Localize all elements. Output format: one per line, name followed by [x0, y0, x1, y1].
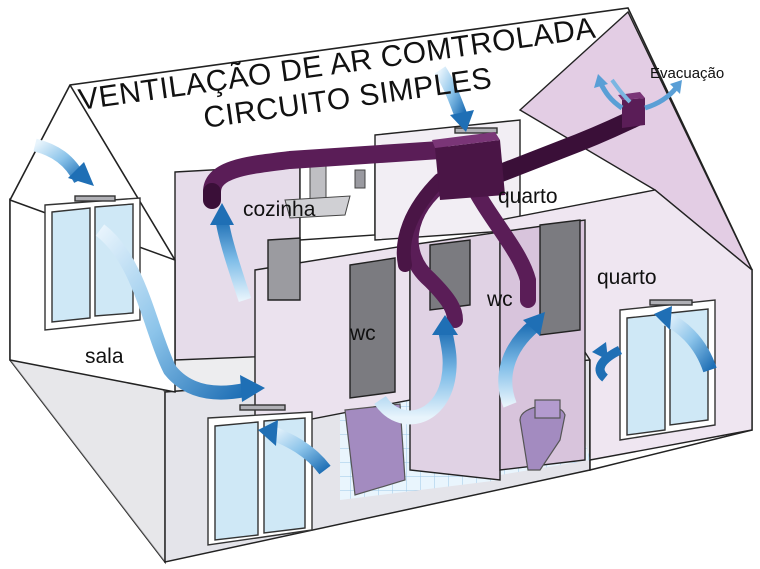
windows — [44, 127, 716, 546]
label-quarto-top: quarto — [498, 185, 558, 208]
arrow-exhaust-right — [644, 86, 678, 111]
arrow-kitchen-up — [215, 218, 252, 303]
label-sala: sala — [85, 345, 124, 368]
window-sala-back — [44, 195, 141, 331]
label-evacuacao: Evacuação — [650, 65, 724, 82]
arrow-sala-window — [95, 224, 247, 400]
label-wc-right: wc — [486, 288, 513, 311]
vent-quarto-top — [454, 127, 498, 134]
window-sala-front — [207, 404, 313, 546]
label-wc-left: wc — [349, 322, 376, 345]
airflow-arrows — [33, 66, 717, 475]
title: VENTILAÇÃO DE AR COMTROLADA CIRCUITO SIM… — [76, 11, 598, 135]
label-cozinha: cozinha — [243, 198, 316, 221]
arrow-quarto-door — [595, 345, 623, 382]
duct-to-bathroom — [396, 173, 447, 272]
arrow-wc-left — [374, 328, 457, 425]
window-quarto-right — [619, 299, 716, 441]
bathroom-fixtures — [344, 399, 566, 496]
arrow-wc-right — [498, 319, 540, 408]
arrow-exhaust-mid — [610, 78, 632, 104]
label-quarto-right: quarto — [597, 266, 657, 289]
kitchen-hood — [284, 164, 366, 219]
